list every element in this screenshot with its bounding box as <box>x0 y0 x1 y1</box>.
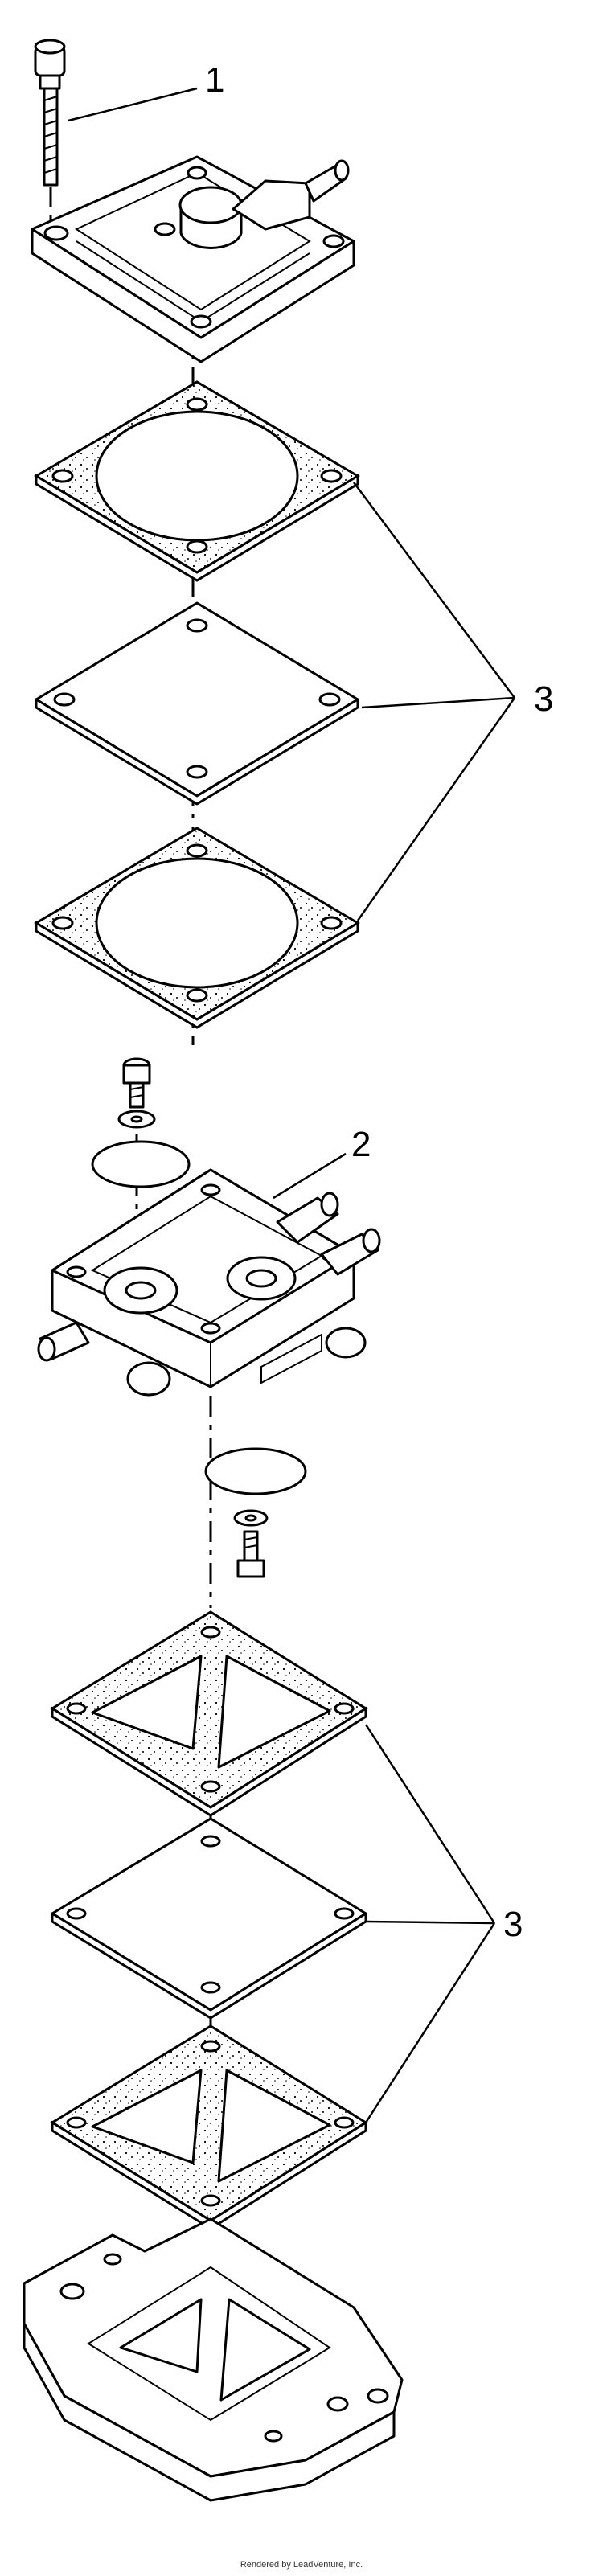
gasket-upper-2 <box>34 827 360 1029</box>
gasket-lower-2 <box>50 2024 368 2230</box>
gasket-lower-1 <box>50 1610 368 1817</box>
render-credit: Rendered by LeadVenture, Inc. <box>240 2560 363 2570</box>
screw <box>34 39 66 229</box>
callout-part-2: 2 <box>351 1125 371 1164</box>
diaphragm-upper <box>35 601 359 806</box>
gasket-upper-1 <box>34 380 360 582</box>
leader-lines <box>68 87 516 2123</box>
mounting-base <box>23 2217 404 2502</box>
callout-part-3-upper: 3 <box>534 679 554 719</box>
valve-screw-lower <box>204 1447 307 1578</box>
callout-part-1: 1 <box>205 60 225 100</box>
pump-cover <box>31 155 355 363</box>
diaphragm-lower <box>51 1817 367 2020</box>
callout-part-3-lower: 3 <box>503 1905 523 1944</box>
pump-body <box>37 1168 381 1397</box>
valve-screw-upper <box>91 1057 191 1188</box>
